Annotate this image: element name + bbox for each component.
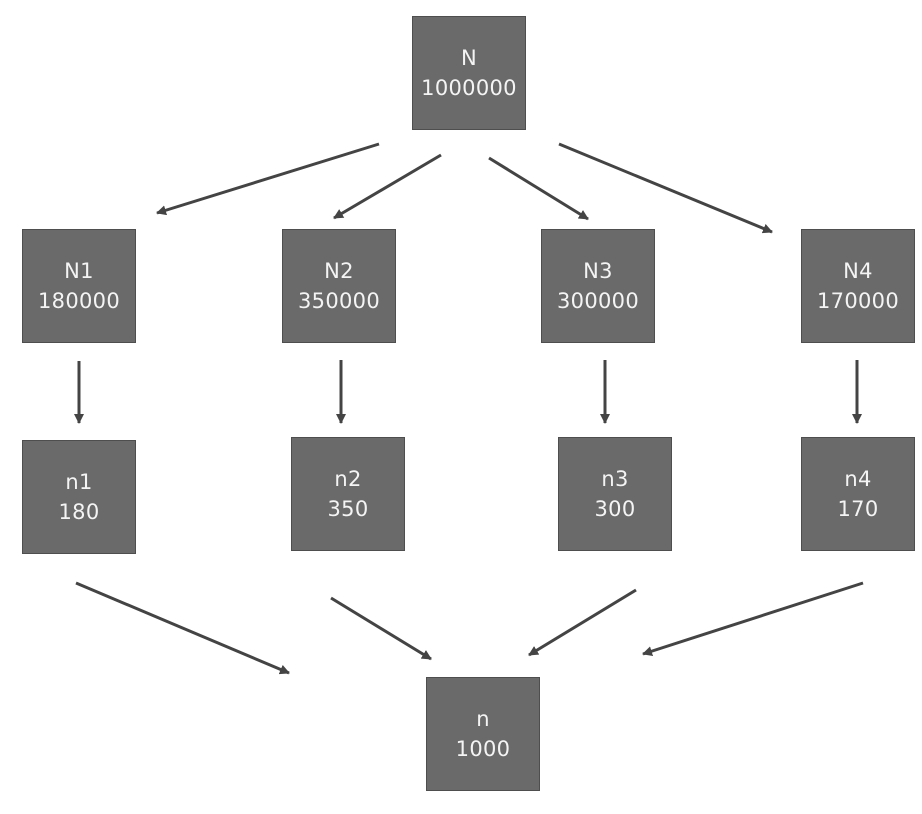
node-stratum-3-name: N3	[583, 259, 613, 283]
node-stratum-2-value: 350000	[298, 289, 380, 313]
node-stratum-3-value: 300000	[557, 289, 639, 313]
node-sample-1-value: 180	[58, 500, 100, 524]
node-root-value: 1000000	[421, 76, 517, 100]
node-sample-2-value: 350	[327, 497, 369, 521]
node-stratum-1-name: N1	[64, 259, 94, 283]
node-stratum-4-value: 170000	[817, 289, 899, 313]
edge-n2-bottom	[330, 596, 432, 661]
node-sample-4-name: n4	[844, 467, 872, 491]
node-stratum-1-value: 180000	[38, 289, 120, 313]
edge-root-N4	[558, 142, 773, 234]
edge-n3-bottom	[528, 588, 637, 657]
edge-root-N3	[488, 156, 589, 221]
node-sample-4-value: 170	[837, 497, 879, 521]
node-sample-3: n3 300	[558, 437, 672, 551]
node-total-sample: n 1000	[426, 677, 540, 791]
node-sample-3-value: 300	[594, 497, 636, 521]
node-stratum-2: N2 350000	[282, 229, 396, 343]
edge-n4-bottom	[642, 581, 864, 656]
node-sample-3-name: n3	[601, 467, 629, 491]
node-sample-1-name: n1	[65, 470, 93, 494]
node-total-sample-value: 1000	[455, 737, 511, 761]
edge-root-N1	[156, 142, 380, 216]
node-sample-1: n1 180	[22, 440, 136, 554]
node-total-sample-name: n	[476, 707, 490, 731]
node-root-name: N	[460, 46, 477, 70]
edge-n1-bottom	[75, 581, 290, 675]
edge-root-N2	[333, 153, 442, 220]
node-stratum-1: N1 180000	[22, 229, 136, 343]
node-stratum-4-name: N4	[843, 259, 873, 283]
node-sample-4: n4 170	[801, 437, 915, 551]
node-stratum-3: N3 300000	[541, 229, 655, 343]
node-root: N 1000000	[412, 16, 526, 130]
node-sample-2-name: n2	[334, 467, 362, 491]
node-stratum-2-name: N2	[324, 259, 354, 283]
node-sample-2: n2 350	[291, 437, 405, 551]
node-stratum-4: N4 170000	[801, 229, 915, 343]
